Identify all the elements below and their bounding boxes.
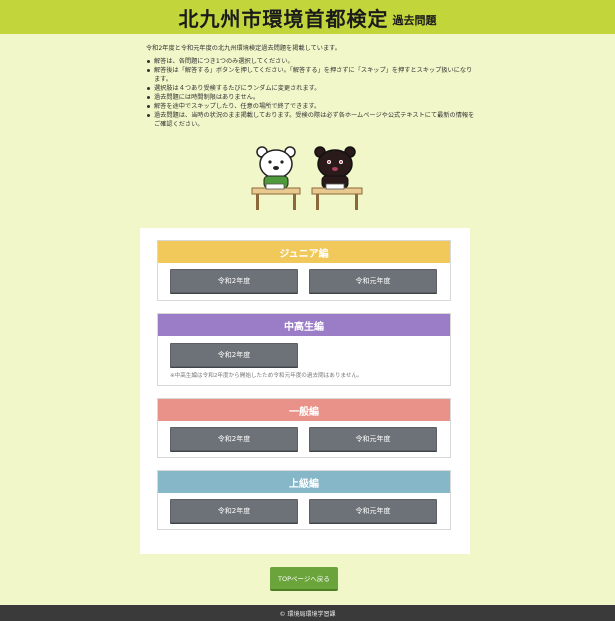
intro-item: 解答は、各問題につき1つのみ選択してください。: [146, 57, 476, 66]
general-r2-button[interactable]: 令和2年度: [170, 427, 298, 451]
highschool-note: ※中高生編は令和2年度から開始したため令和元年度の過去問はありません。: [170, 373, 363, 379]
exam-panel: ジュニア編 令和2年度 令和元年度 中高生編 令和2年度 ※中高生編は令和2年度…: [140, 228, 470, 554]
intro-item: 過去問題は、当時の状況のまま掲載しております。受検の際は必ず各ホームページや公式…: [146, 111, 476, 129]
section-highschool: 中高生編 令和2年度 ※中高生編は令和2年度から開始したため令和元年度の過去問は…: [157, 313, 451, 386]
section-general-title: 一般編: [158, 399, 450, 421]
section-junior-title: ジュニア編: [158, 241, 450, 263]
black-bear-icon: [311, 146, 363, 210]
intro-text: 令和2年度と令和元年度の北九州環境検定過去問題を掲載しています。 解答は、各問題…: [146, 44, 476, 129]
site-header: 北九州市環境首都検定 過去問題: [0, 0, 615, 34]
section-advanced: 上級編 令和2年度 令和元年度: [157, 470, 451, 530]
site-subtitle: 過去問題: [392, 14, 437, 27]
footer: © 環境局環境学習課: [0, 605, 615, 621]
section-advanced-title: 上級編: [158, 471, 450, 493]
junior-r1-button[interactable]: 令和元年度: [309, 269, 437, 293]
section-junior: ジュニア編 令和2年度 令和元年度: [157, 240, 451, 301]
site-title: 北九州市環境首都検定: [178, 6, 389, 31]
intro-item: 過去問題には時間制限はありません。: [146, 93, 476, 102]
intro-item: 選択肢は４つあり受検するたびにランダムに変更されます。: [146, 84, 476, 93]
intro-item: 解答を途中でスキップしたり、任意の場所で終了できます。: [146, 102, 476, 111]
intro-item: 解答後は「解答する」ボタンを押してください。「解答する」を押さずに「スキップ」を…: [146, 66, 476, 84]
back-to-top-button[interactable]: TOPページへ戻る: [270, 567, 338, 591]
white-bear-icon: [251, 146, 301, 210]
highschool-r2-button[interactable]: 令和2年度: [170, 343, 298, 367]
intro-list: 解答は、各問題につき1つのみ選択してください。 解答後は「解答する」ボタンを押し…: [146, 57, 476, 129]
section-highschool-title: 中高生編: [158, 314, 450, 336]
mascot-bears-illustration: [251, 146, 363, 210]
footer-copyright: © 環境局環境学習課: [279, 610, 336, 618]
intro-lead: 令和2年度と令和元年度の北九州環境検定過去問題を掲載しています。: [146, 45, 341, 52]
advanced-r2-button[interactable]: 令和2年度: [170, 499, 298, 523]
advanced-r1-button[interactable]: 令和元年度: [309, 499, 437, 523]
general-r1-button[interactable]: 令和元年度: [309, 427, 437, 451]
junior-r2-button[interactable]: 令和2年度: [170, 269, 298, 293]
section-general: 一般編 令和2年度 令和元年度: [157, 398, 451, 458]
